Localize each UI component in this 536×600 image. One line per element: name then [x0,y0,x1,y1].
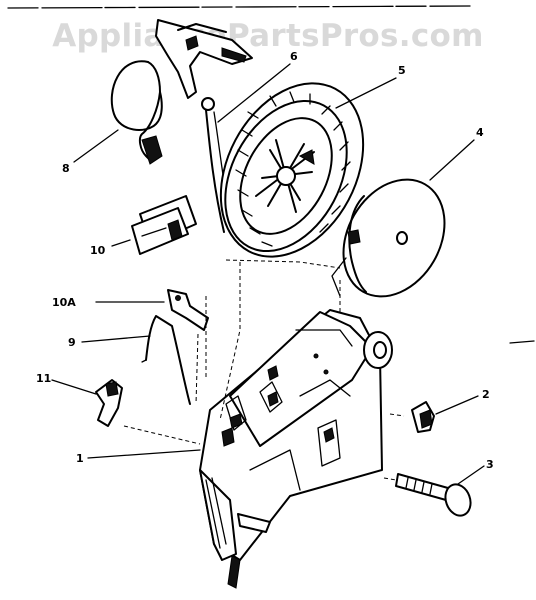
callout-2: 2 [482,388,490,401]
part-10-plate [131,195,197,255]
callout-8: 8 [62,162,70,175]
callout-10: 10 [90,244,106,257]
callout-11: 11 [36,372,51,385]
part-4-disc [331,178,446,298]
callout-5: 5 [398,64,406,77]
part-8-spring [110,60,163,165]
callout-6: 6 [290,50,298,63]
callout-9: 9 [68,336,76,349]
leader-lines [51,63,485,485]
callout-4: 4 [476,126,484,139]
part-top-bracket [155,19,253,99]
part-3-bolt [395,473,472,517]
callout-labels: 8 6 5 4 10 10A 9 11 1 2 3 [36,50,494,471]
part-1-housing [199,309,393,589]
part-11-clip [95,379,123,427]
part-10a-bracket [167,289,209,331]
callout-1: 1 [76,452,84,465]
part-9-wire [141,315,191,405]
callout-3: 3 [486,458,494,471]
part-5-wheel [219,82,365,258]
assembly-guide-lines [123,259,405,481]
callout-10a: 10A [52,296,76,309]
part-2-clip [411,401,435,433]
